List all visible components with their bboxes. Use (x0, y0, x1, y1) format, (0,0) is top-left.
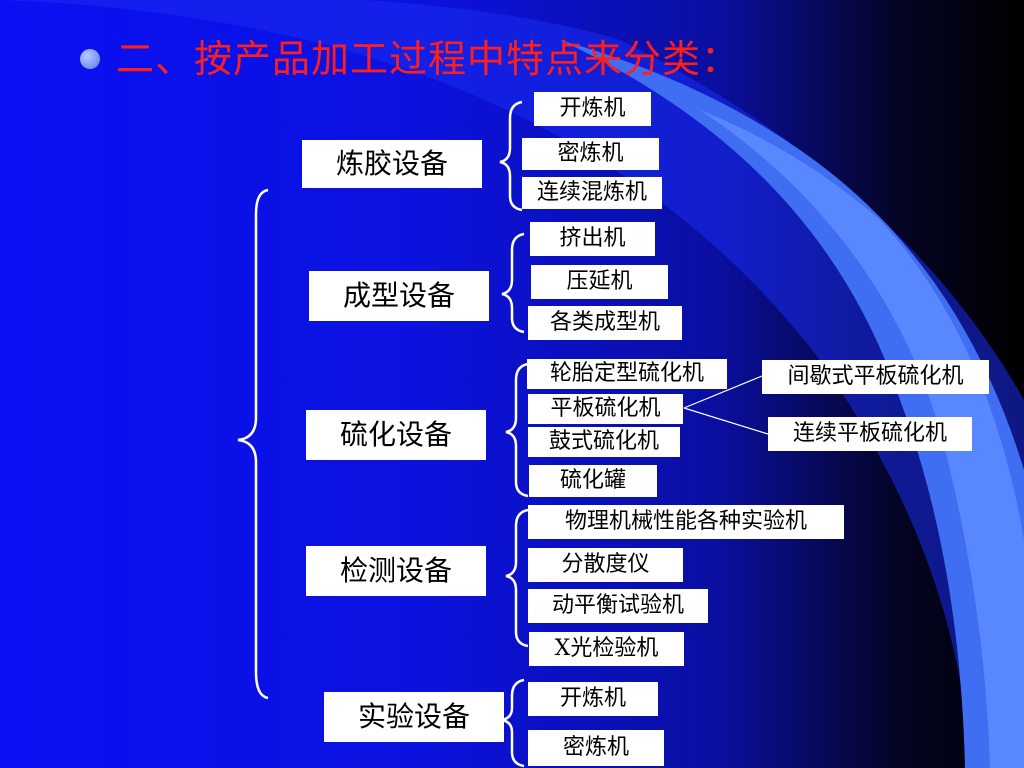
item-autoclave: 硫化罐 (529, 465, 657, 497)
item-forming-machines: 各类成型机 (528, 306, 682, 340)
item-continuous-mixer: 连续混炼机 (522, 177, 662, 209)
subtype-continuous-platen-press: 连续平板硫化机 (768, 417, 972, 451)
slide-title: 二、按产品加工过程中特点来分类： (116, 37, 741, 81)
title-row: 二、按产品加工过程中特点来分类： (80, 40, 740, 78)
category-curing-equipment: 硫化设备 (306, 410, 486, 460)
item-calender: 压延机 (531, 265, 668, 299)
item-extruder: 挤出机 (530, 222, 655, 256)
category-forming-equipment: 成型设备 (309, 271, 489, 321)
category-testing-equipment: 检测设备 (306, 546, 486, 596)
item-dispersion-tester: 分散度仪 (528, 548, 683, 582)
item-xray-inspector: X光检验机 (529, 632, 684, 666)
item-drum-curing-machine: 鼓式硫化机 (528, 427, 680, 457)
item-platen-press: 平板硫化机 (528, 394, 683, 424)
category-experiment-equipment: 实验设备 (324, 692, 504, 742)
item-open-mill: 开炼机 (534, 92, 651, 126)
item-physical-testing-machines: 物理机械性能各种实验机 (528, 505, 844, 539)
item-tire-shaping-curing-press: 轮胎定型硫化机 (527, 359, 727, 389)
item-dynamic-balancer: 动平衡试验机 (528, 589, 708, 623)
subtype-intermittent-platen-press: 间歇式平板硫化机 (762, 360, 989, 394)
bullet-icon (80, 49, 100, 69)
item-lab-internal-mixer: 密炼机 (528, 730, 664, 766)
item-internal-mixer: 密炼机 (522, 138, 659, 170)
category-mixing-equipment: 炼胶设备 (302, 140, 482, 188)
item-lab-open-mill: 开炼机 (528, 682, 658, 716)
